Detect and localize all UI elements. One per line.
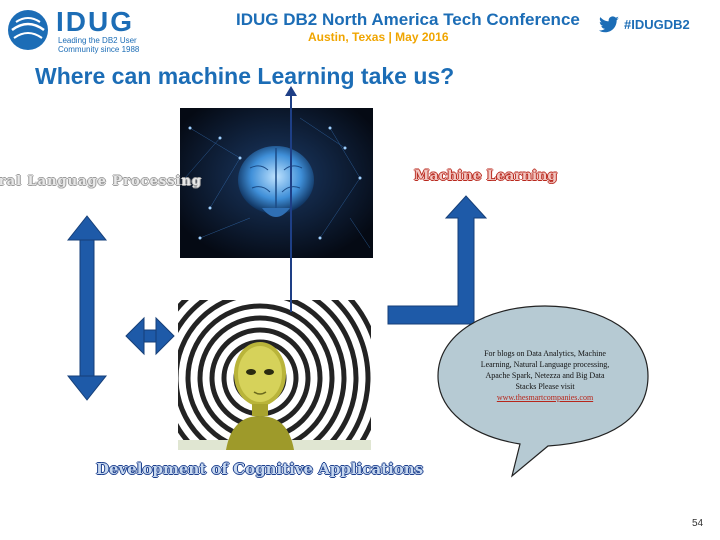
nlp-label: ural Language Processing	[0, 174, 202, 189]
middle-double-arrow	[125, 316, 175, 356]
conference-subtitle: Austin, Texas | May 2016	[308, 30, 449, 44]
idug-logo-text: IDUG	[56, 6, 134, 37]
bubble-text: For blogs on Data Analytics, Machine Lea…	[480, 349, 610, 391]
brain-network-image	[180, 108, 373, 258]
cognitive-apps-label: Development of Cognitive Applications	[96, 460, 424, 478]
conference-title: IDUG DB2 North America Tech Conference	[236, 10, 580, 29]
idug-tagline: Leading the DB2 User Community since 198…	[58, 36, 140, 54]
slide-title: Where can machine Learning take us?	[35, 63, 455, 89]
machine-learning-label: Machine Learning	[414, 168, 558, 184]
website-link[interactable]: www.thesmartcompanies.com	[496, 393, 594, 402]
conference-hashtag: #IDUGDB2	[624, 17, 690, 32]
left-double-arrow	[66, 215, 108, 401]
twitter-bird-icon	[598, 16, 619, 33]
robot-spiral-image	[178, 300, 371, 450]
page-number: 54	[692, 518, 704, 529]
speech-bubble	[437, 305, 649, 478]
idug-globe-icon	[8, 10, 48, 50]
right-bent-arrow	[387, 195, 488, 325]
bubble-text-block: For blogs on Data Analytics, Machine Lea…	[480, 348, 610, 403]
